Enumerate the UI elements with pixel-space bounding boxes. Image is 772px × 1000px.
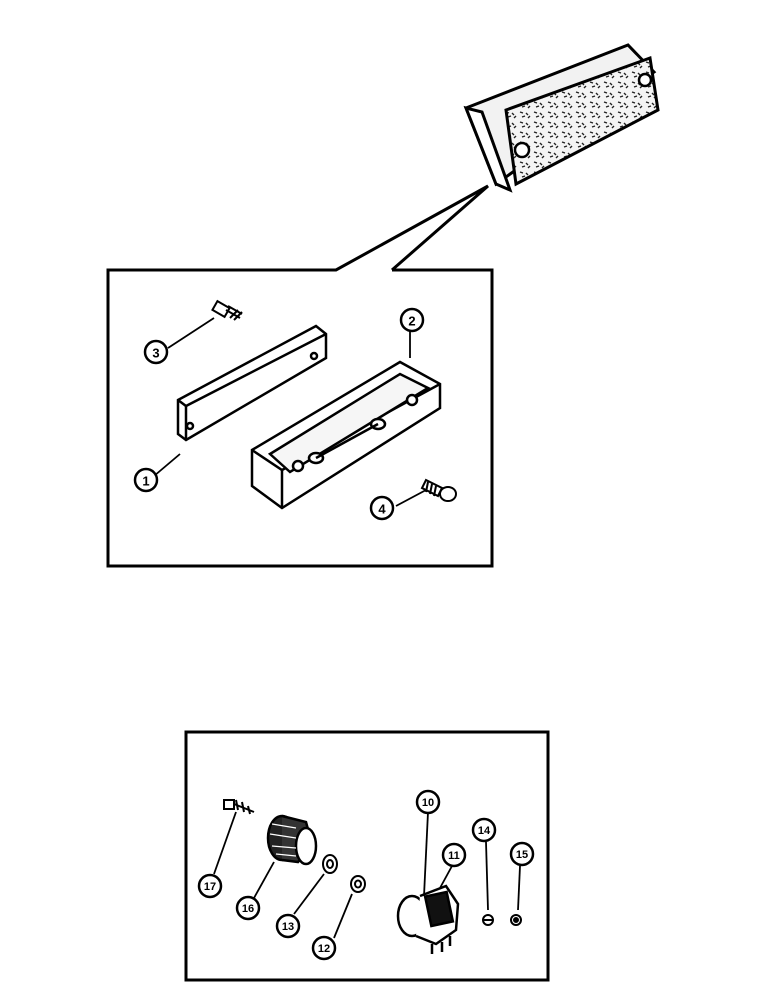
callout-label-4: 4 <box>378 502 386 517</box>
callout-circle-17 <box>197 873 223 899</box>
callout-circle-14 <box>471 817 497 843</box>
screw-part-17 <box>223 799 255 815</box>
callout-label-11: 11 <box>448 850 460 862</box>
leader-lines-bottom <box>213 811 521 939</box>
callout-circle-15 <box>509 841 535 867</box>
leader-lines-top <box>153 317 427 507</box>
callout-circle-13 <box>275 913 301 939</box>
switch-part-10-11 <box>396 884 460 954</box>
bulb-part-4 <box>420 478 457 502</box>
nut-part-14 <box>482 914 494 926</box>
exploded-view-frame-top <box>106 184 494 568</box>
callout-label-2: 2 <box>408 314 415 329</box>
lamp-assembly-illustration <box>463 43 660 193</box>
callout-circle-3 <box>143 339 169 365</box>
washer-part-15 <box>510 914 522 926</box>
callout-circle-16 <box>235 895 261 921</box>
callout-circle-1 <box>133 467 159 493</box>
callout-circle-11 <box>441 842 467 868</box>
callout-circle-4 <box>369 495 395 521</box>
callout-label-10: 10 <box>422 797 434 809</box>
callout-label-3: 3 <box>152 346 159 361</box>
callout-label-17: 17 <box>204 881 216 893</box>
lamp-housing-part <box>250 360 442 510</box>
callout-label-16: 16 <box>242 903 254 915</box>
callout-circle-10 <box>415 789 441 815</box>
knob-part-16 <box>266 814 318 866</box>
screw-part-3 <box>211 299 243 321</box>
callout-label-13: 13 <box>282 921 294 933</box>
callout-label-15: 15 <box>516 849 528 861</box>
lens-plate-part <box>176 324 328 442</box>
callout-label-14: 14 <box>478 825 491 837</box>
callout-label-1: 1 <box>142 474 149 489</box>
nut-part-13 <box>322 854 338 874</box>
washer-part-12 <box>350 875 366 893</box>
callout-label-12: 12 <box>318 943 330 955</box>
callout-circle-2 <box>399 307 425 333</box>
callout-circle-12 <box>311 935 337 961</box>
exploded-view-frame-bottom <box>184 730 550 982</box>
